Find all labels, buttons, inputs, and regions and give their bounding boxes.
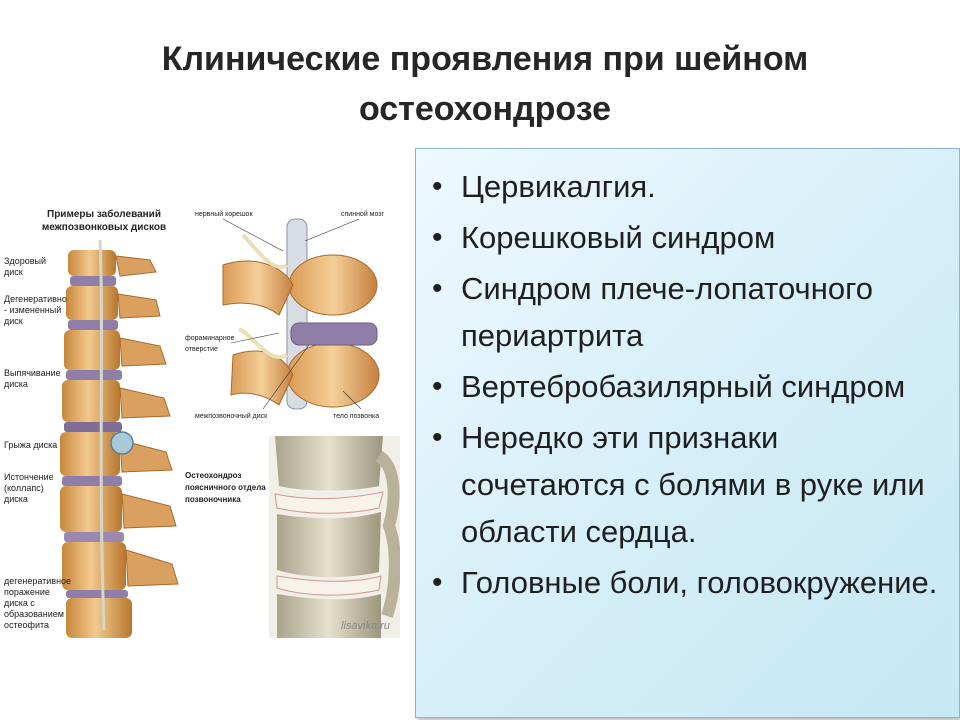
bullet-text: Вертебробазилярный синдром	[461, 369, 906, 404]
bullet-icon: •	[432, 566, 443, 599]
disc-herniation	[110, 431, 134, 455]
bullet-icon: •	[432, 421, 443, 454]
label-vertebral-body: тело позвонка	[333, 413, 380, 420]
spine-figure-heading: Примеры заболеваний межпозвонковых диско…	[34, 208, 174, 234]
list-item: • Головные боли, головокружение.	[428, 559, 947, 606]
lumbar-label-line-2: поясничного отдела	[185, 483, 266, 492]
list-item: • Вертебробазилярный синдром	[428, 363, 947, 410]
bullet-text: Цервикалгия.	[461, 169, 656, 204]
nerve-root-illustration	[222, 218, 380, 410]
spine-illustration	[60, 239, 179, 638]
list-item: • Синдром плече-лопаточного периартрита	[428, 265, 947, 359]
bullet-text: Нередко эти признаки сочетаются с болями…	[461, 420, 925, 549]
list-item: • Нередко эти признаки сочетаются с болям…	[428, 414, 947, 555]
symptoms-textbox: • Цервикалгия. • Корешковый синдром • Синдр…	[415, 148, 960, 718]
label-spinal-cord: спинной мозг	[341, 211, 385, 218]
lumbar-label-line-3: позвоночника	[185, 495, 241, 504]
label-nerve-root: нервный корешок	[195, 211, 253, 218]
label-foramen: фораминарное отверстие	[185, 335, 235, 353]
spine-diseases-figure: Примеры заболеваний межпозвонковых диско…	[0, 200, 182, 640]
vertebrae	[60, 250, 132, 638]
bullet-icon: •	[432, 370, 443, 403]
label-disc-hernia: Грыжа диска	[4, 440, 58, 450]
lumbar-label-line-1: Остеохондроз	[185, 471, 242, 480]
label-disc-protrusion: Выпячивание диска	[4, 368, 61, 389]
label-intervertebral-disc: межпозвоночный диск	[195, 413, 268, 420]
label-degenerated-disc: Дегенеративно - измененный диск	[4, 294, 67, 326]
spinous-processes	[115, 255, 179, 587]
symptoms-list: • Цервикалгия. • Корешковый синдром • Синдр…	[416, 149, 959, 606]
heading-line-1: Примеры заболеваний	[47, 209, 161, 220]
list-item: • Корешковый синдром	[428, 214, 947, 261]
lumbar-illustration	[269, 436, 400, 638]
list-item: • Цервикалгия.	[428, 163, 947, 210]
bullet-icon: •	[432, 221, 443, 254]
label-disc-collapse: Истончение (коллапс) диска	[4, 472, 54, 504]
slide-title: Клинические проявления при шейном остеох…	[60, 34, 910, 134]
bullet-text: Корешковый синдром	[461, 220, 776, 255]
bullet-icon: •	[432, 170, 443, 203]
label-healthy-disc: Здоровый диск	[4, 256, 46, 277]
heading-line-2: межпозвонковых дисков	[41, 222, 167, 233]
bullet-text: Синдром плече-лопаточного периартрита	[461, 271, 873, 353]
discs	[62, 276, 128, 598]
lumbar-figure-label: Остеохондроз поясничного отдела позвоноч…	[185, 470, 271, 506]
nerve-root-figure: нервный корешок спинной мозг фораминарно…	[183, 205, 395, 430]
title-line-1: Клинические проявления при шейном	[161, 40, 809, 78]
lumbar-osteochondrosis-figure: Остеохондроз поясничного отдела позвоноч…	[183, 436, 400, 638]
label-osteophyte: дегенеративное поражение диска с образов…	[4, 576, 72, 630]
title-line-2: остеохондрозе	[358, 90, 612, 128]
bullet-text: Головные боли, головокружение.	[461, 565, 938, 600]
bullet-icon: •	[432, 272, 443, 305]
image-watermark: lisavika.ru	[341, 620, 390, 632]
